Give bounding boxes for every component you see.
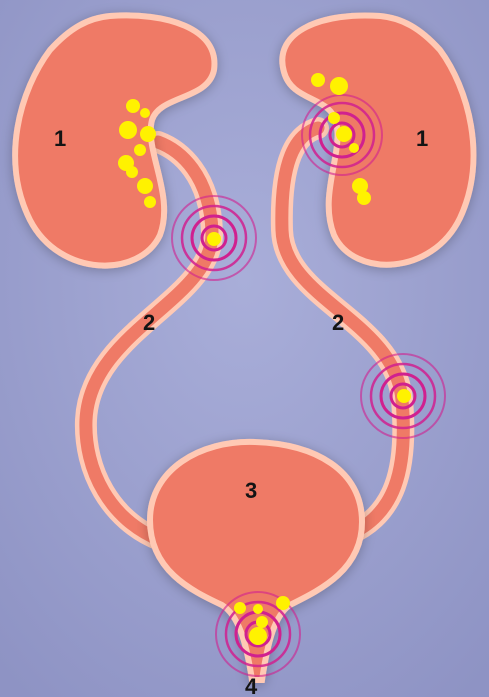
- label-ureter-right: 2: [332, 310, 344, 335]
- stone-right-ureter: [397, 389, 411, 403]
- stone-left-ureter: [207, 232, 221, 246]
- label-kidney-left: 1: [54, 126, 66, 151]
- label-bladder: 3: [245, 478, 257, 503]
- label-kidney-right: 1: [416, 126, 428, 151]
- label-ureter-left: 2: [143, 310, 155, 335]
- label-urethra: 4: [245, 674, 258, 697]
